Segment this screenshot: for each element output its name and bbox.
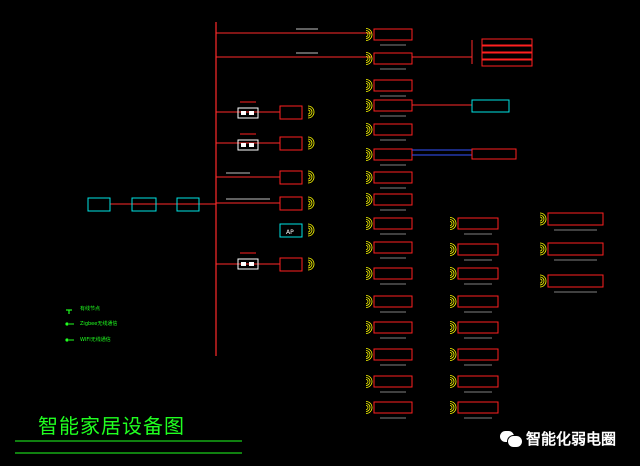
- col2-device-box-7: [457, 375, 499, 388]
- col3-device-signal-icon-3: [539, 274, 547, 288]
- col1-device-signal-icon-4: [365, 99, 373, 112]
- watermark: 智能化弱电圈: [500, 426, 616, 450]
- device-box-cyan: [471, 99, 510, 113]
- col3-device-signal-icon-2: [539, 242, 547, 256]
- col1-device-box-10: [373, 241, 413, 254]
- col1-device-signal-icon-7: [365, 171, 373, 184]
- device-box-mid-1: [279, 105, 303, 120]
- col1-device-signal-icon-2: [365, 52, 373, 65]
- col2-device-signal-icon-5: [449, 321, 457, 334]
- col1-device-box-1: [373, 28, 413, 41]
- col2-device-signal-icon-1: [449, 217, 457, 230]
- legend-label-zigbee: Zigbee无线通信: [80, 321, 118, 327]
- mid-signal-icon-5: [307, 223, 315, 237]
- col1-device-box-12: [373, 295, 413, 308]
- ap-box: [279, 223, 303, 238]
- col1-device-box-14: [373, 348, 413, 361]
- col3-device-signal-icon-1: [539, 212, 547, 226]
- col3-device-box-2: [547, 242, 604, 256]
- col3-device-box-3: [547, 274, 604, 288]
- col2-device-signal-icon-2: [449, 243, 457, 256]
- col2-device-box-8: [457, 401, 499, 414]
- col2-device-box-1: [457, 217, 499, 230]
- mid-signal-icon-3: [307, 170, 315, 184]
- device-column-2: [449, 217, 499, 419]
- col2-device-signal-icon-7: [449, 375, 457, 388]
- col2-device-signal-icon-3: [449, 267, 457, 280]
- col1-device-box-3: [373, 79, 413, 92]
- col1-device-signal-icon-15: [365, 375, 373, 388]
- device-box-mid-4: [279, 196, 303, 211]
- legend-label-wifi: WIFI无线通信: [80, 337, 111, 343]
- router-icon-3: [237, 252, 259, 270]
- col1-device-signal-icon-6: [365, 148, 373, 161]
- col1-device-signal-icon-13: [365, 321, 373, 334]
- gateway-box-1: [87, 197, 111, 212]
- col1-device-box-5: [373, 123, 413, 136]
- device-box-top-right-4: [481, 59, 533, 67]
- col3-device-box-1: [547, 212, 604, 226]
- watermark-text: 智能化弱电圈: [526, 429, 617, 448]
- col2-device-box-4: [457, 295, 499, 308]
- col1-device-signal-icon-10: [365, 241, 373, 254]
- device-column-3: [539, 212, 604, 293]
- device-box-mid-3: [279, 170, 303, 185]
- col1-device-box-6: [373, 148, 413, 161]
- router-icon-2: [237, 133, 259, 151]
- router-icon-1: [237, 101, 259, 119]
- col2-device-signal-icon-8: [449, 401, 457, 414]
- mid-signal-icon-2: [307, 136, 315, 150]
- ap-box-label: AP: [286, 229, 294, 236]
- col2-device-box-3: [457, 267, 499, 280]
- col1-device-box-7: [373, 171, 413, 184]
- col1-device-box-8: [373, 193, 413, 206]
- device-box-mid-2: [279, 136, 303, 151]
- col1-device-signal-icon-8: [365, 193, 373, 206]
- col2-device-signal-icon-6: [449, 348, 457, 361]
- legend-label-wired: 有线节点: [80, 306, 101, 312]
- gateway-box-3: [176, 197, 200, 212]
- device-column-1: [365, 28, 413, 419]
- col1-device-box-4: [373, 99, 413, 112]
- col1-device-signal-icon-11: [365, 267, 373, 280]
- col1-device-signal-icon-5: [365, 123, 373, 136]
- device-box-top-right-1: [481, 38, 533, 46]
- mid-signal-icon-1: [307, 105, 315, 119]
- col1-device-signal-icon-12: [365, 295, 373, 308]
- col2-device-signal-icon-4: [449, 295, 457, 308]
- col2-device-box-6: [457, 348, 499, 361]
- zigbee-icon: [65, 322, 74, 326]
- mid-signal-icon-4: [307, 196, 315, 210]
- device-box-right-red: [471, 148, 517, 160]
- device-box-top-right-3: [481, 52, 533, 60]
- col1-device-box-11: [373, 267, 413, 280]
- device-box-mid-6: [279, 257, 303, 272]
- col1-device-box-13: [373, 321, 413, 334]
- mid-signal-icon-6: [307, 257, 315, 271]
- col1-device-box-2: [373, 52, 413, 65]
- gateway-box-2: [131, 197, 157, 212]
- wired-node-icon: [66, 309, 72, 314]
- col1-device-signal-icon-14: [365, 348, 373, 361]
- device-box-top-right-2: [481, 45, 533, 53]
- page-title: 智能家居设备图: [38, 414, 185, 438]
- wechat-icon: [500, 429, 523, 448]
- col1-device-box-16: [373, 401, 413, 414]
- col1-device-box-9: [373, 217, 413, 230]
- col1-device-box-15: [373, 375, 413, 388]
- col1-device-signal-icon-1: [365, 28, 373, 41]
- col1-device-signal-icon-9: [365, 217, 373, 230]
- wifi-icon: [65, 338, 74, 342]
- col1-device-signal-icon-3: [365, 79, 373, 92]
- col1-device-signal-icon-16: [365, 401, 373, 414]
- col2-device-box-5: [457, 321, 499, 334]
- col2-device-box-2: [457, 243, 499, 256]
